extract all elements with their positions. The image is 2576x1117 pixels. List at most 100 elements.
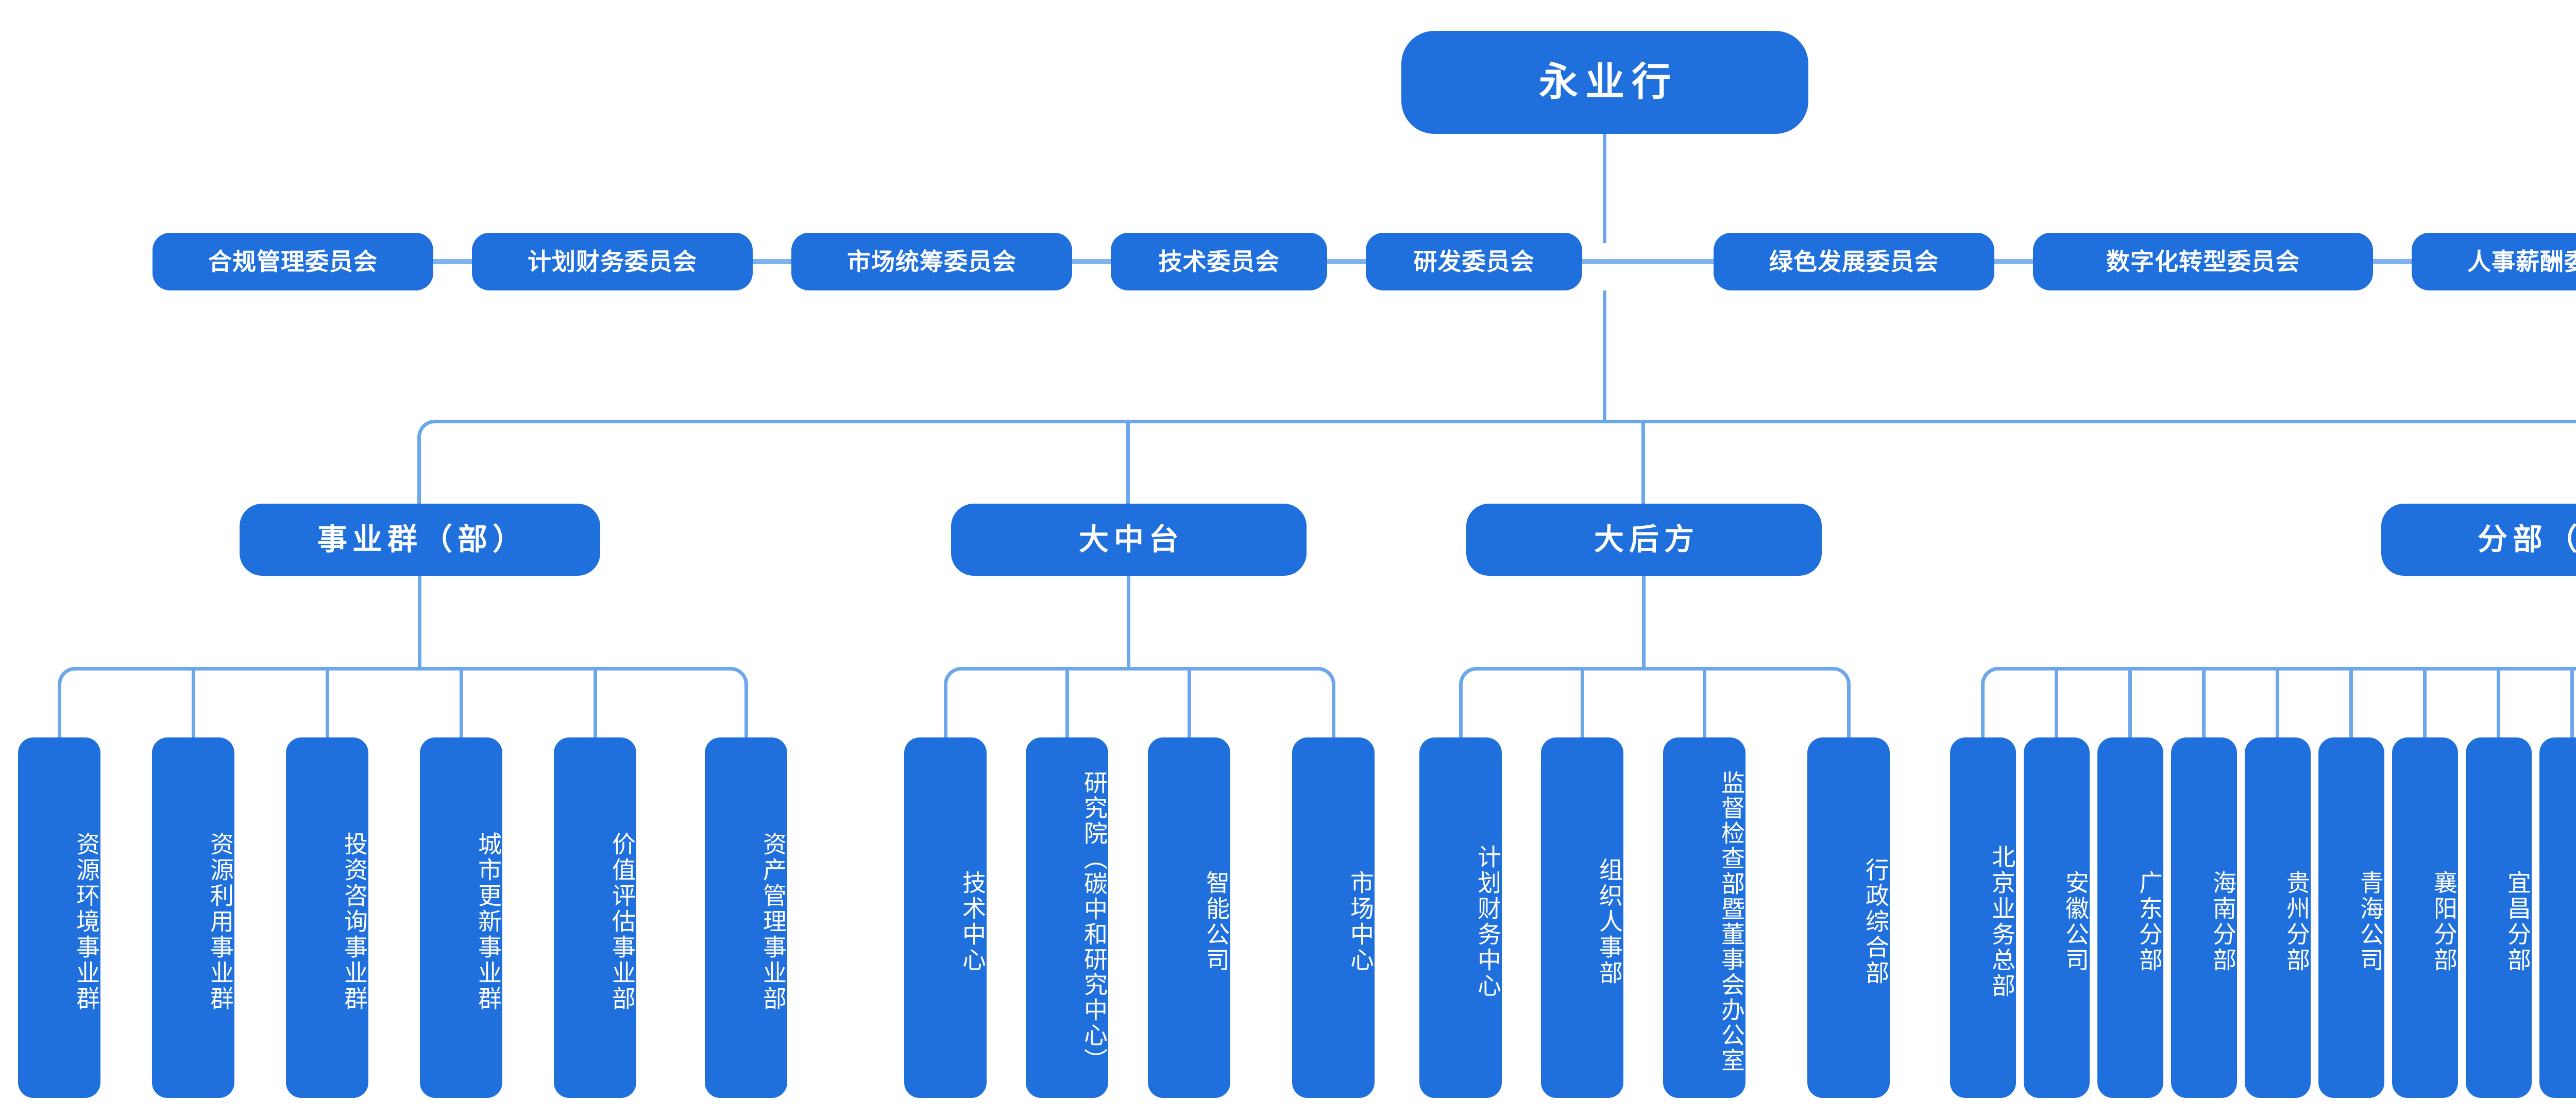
- leaf-bus-2-left-elbow: [944, 667, 964, 688]
- leaf-node-1-5[interactable]: 价值评估事业部: [554, 737, 636, 1098]
- group-node-3-dahoufang[interactable]: 大后方: [1466, 504, 1822, 576]
- leaf-node-label: 市场中心: [1347, 870, 1374, 973]
- committee-link-7-8: [2373, 259, 2412, 264]
- committee-node-4[interactable]: 技术委员会: [1111, 233, 1327, 290]
- connector-drop-4-6: [2349, 668, 2353, 741]
- committee-link-4-5: [1327, 259, 1366, 264]
- leaf-node-label: 资源利用事业群: [207, 832, 234, 1012]
- connector-drop-group-3: [1641, 421, 1645, 504]
- leaf-node-label: 投资咨询事业群: [341, 832, 368, 1012]
- committee-node-7[interactable]: 数字化转型委员会: [2033, 233, 2373, 290]
- leaf-node-label: 智能公司: [1203, 870, 1230, 973]
- group-node-4-fenbu[interactable]: 分部（分公司）: [2381, 504, 2576, 576]
- leaf-node-2-2[interactable]: 研究院（碳中和研究中心）: [1026, 737, 1108, 1098]
- connector-drop-4-1: [1981, 684, 1985, 741]
- leaf-node-3-2[interactable]: 组织人事部: [1541, 737, 1623, 1098]
- leaf-node-4-8[interactable]: 宜昌分部: [2466, 737, 2532, 1098]
- committee-node-1[interactable]: 合规管理委员会: [152, 233, 433, 290]
- committee-node-6[interactable]: 绿色发展委员会: [1714, 233, 1994, 290]
- committee-node-3[interactable]: 市场统筹委员会: [791, 233, 1072, 290]
- leaf-node-label: 组织人事部: [1596, 857, 1623, 986]
- connector-drop-1-6: [744, 684, 748, 741]
- leaf-node-label: 襄阳分部: [2431, 870, 2458, 973]
- leaf-bus-3-left-elbow: [1459, 667, 1480, 688]
- connector-drop-4-9: [2570, 668, 2574, 741]
- leaf-node-3-3[interactable]: 监督检查部暨董事会办公室: [1663, 737, 1745, 1098]
- leaf-node-label: 广东分部: [2136, 870, 2163, 973]
- leaf-bus-1-right-elbow: [727, 667, 748, 688]
- committee-link-5-6: [1582, 259, 1714, 264]
- connector-drop-4-4: [2202, 668, 2206, 741]
- committee-link-2-3: [753, 259, 791, 264]
- leaf-node-1-6[interactable]: 资产管理事业部: [705, 737, 787, 1098]
- leaf-node-label: 资源环境事业群: [73, 832, 100, 1012]
- leaf-node-1-2[interactable]: 资源利用事业群: [152, 737, 234, 1098]
- leaf-node-3-4[interactable]: 行政综合部: [1807, 737, 1890, 1098]
- leaf-node-4-9[interactable]: 黄石分部: [2539, 737, 2576, 1098]
- leaf-node-1-4[interactable]: 城市更新事业群: [420, 737, 502, 1098]
- leaf-node-label: 北京业务总部: [1989, 845, 2015, 999]
- committee-label: 数字化转型委员会: [2106, 248, 2300, 275]
- leaf-node-4-1[interactable]: 北京业务总部: [1950, 737, 2016, 1098]
- leaf-node-label: 青海公司: [2357, 870, 2384, 973]
- connector-drop-4-8: [2497, 668, 2500, 741]
- connector-drop-1-2: [192, 668, 195, 741]
- group-node-label: 大后方: [1594, 522, 1699, 556]
- committee-link-1-2: [433, 259, 472, 264]
- connector-drop-1-4: [460, 668, 463, 741]
- committee-label: 绿色发展委员会: [1769, 248, 1939, 275]
- leaf-node-4-3[interactable]: 广东分部: [2097, 737, 2163, 1098]
- group-bus-left-elbow: [417, 420, 438, 440]
- leaf-node-4-7[interactable]: 襄阳分部: [2392, 737, 2458, 1098]
- root-node-label: 永业行: [1539, 60, 1678, 105]
- connector-root-stem: [1603, 134, 1606, 243]
- leaf-node-2-3[interactable]: 智能公司: [1148, 737, 1230, 1098]
- leaf-node-label: 计划财务中心: [1475, 845, 1501, 999]
- leaf-node-4-4[interactable]: 海南分部: [2171, 737, 2237, 1098]
- committee-label: 合规管理委员会: [208, 248, 378, 275]
- connector-drop-3-3: [1703, 668, 1706, 741]
- connector-drop-group-2: [1126, 421, 1130, 504]
- committee-label: 市场统筹委员会: [847, 248, 1016, 275]
- leaf-node-label: 宜昌分部: [2504, 870, 2531, 973]
- leaf-node-label: 资产管理事业部: [760, 832, 787, 1012]
- committee-label: 技术委员会: [1158, 248, 1280, 275]
- connector-drop-group-1: [417, 437, 421, 504]
- leaf-bus-3-horizontal: [1477, 667, 1832, 671]
- leaf-node-4-6[interactable]: 青海公司: [2318, 737, 2384, 1098]
- connector-drop-4-5: [2276, 668, 2279, 741]
- leaf-bus-1-horizontal: [75, 667, 730, 671]
- leaf-node-2-4[interactable]: 市场中心: [1292, 737, 1375, 1098]
- leaf-node-label: 城市更新事业群: [475, 832, 502, 1012]
- leaf-node-2-1[interactable]: 技术中心: [904, 737, 987, 1098]
- committee-node-5[interactable]: 研发委员会: [1366, 233, 1582, 290]
- leaf-node-1-1[interactable]: 资源环境事业群: [18, 737, 100, 1098]
- connector-drop-2-2: [1065, 668, 1069, 741]
- leaf-node-label: 海南分部: [2210, 870, 2236, 973]
- leaf-node-4-5[interactable]: 贵州分部: [2245, 737, 2311, 1098]
- leaf-node-label: 行政综合部: [1862, 857, 1889, 986]
- leaf-node-3-1[interactable]: 计划财务中心: [1419, 737, 1502, 1098]
- group-node-2-dazhongtai[interactable]: 大中台: [951, 504, 1307, 576]
- committee-node-8[interactable]: 人事薪酬委员会: [2412, 233, 2576, 290]
- group-node-1-shiyequn[interactable]: 事业群（部）: [240, 504, 600, 576]
- connector-drop-3-1: [1459, 684, 1463, 741]
- committee-node-2[interactable]: 计划财务委员会: [472, 233, 753, 290]
- leaf-node-label: 贵州分部: [2283, 870, 2310, 973]
- connector-drop-1-3: [326, 668, 329, 741]
- leaf-node-label: 研究院（碳中和研究中心）: [1081, 770, 1108, 1073]
- leaf-bus-3-right-elbow: [1830, 667, 1851, 688]
- leaf-node-1-3[interactable]: 投资咨询事业群: [286, 737, 368, 1098]
- leaf-node-label: 价值评估事业部: [609, 832, 636, 1012]
- committee-label: 研发委员会: [1413, 248, 1535, 275]
- committee-link-6-7: [1994, 259, 2033, 264]
- root-node-yongyehang[interactable]: 永业行: [1401, 31, 1808, 134]
- leaf-node-4-2[interactable]: 安徽公司: [2024, 737, 2090, 1098]
- connector-drop-1-1: [58, 684, 61, 741]
- connector-drop-3-4: [1847, 684, 1851, 741]
- connector-drop-2-4: [1332, 684, 1335, 741]
- leaf-bus-2-right-elbow: [1315, 667, 1335, 688]
- committee-link-3-4: [1072, 259, 1111, 264]
- connector-drop-2-1: [944, 684, 947, 741]
- committee-label: 计划财务委员会: [528, 248, 697, 275]
